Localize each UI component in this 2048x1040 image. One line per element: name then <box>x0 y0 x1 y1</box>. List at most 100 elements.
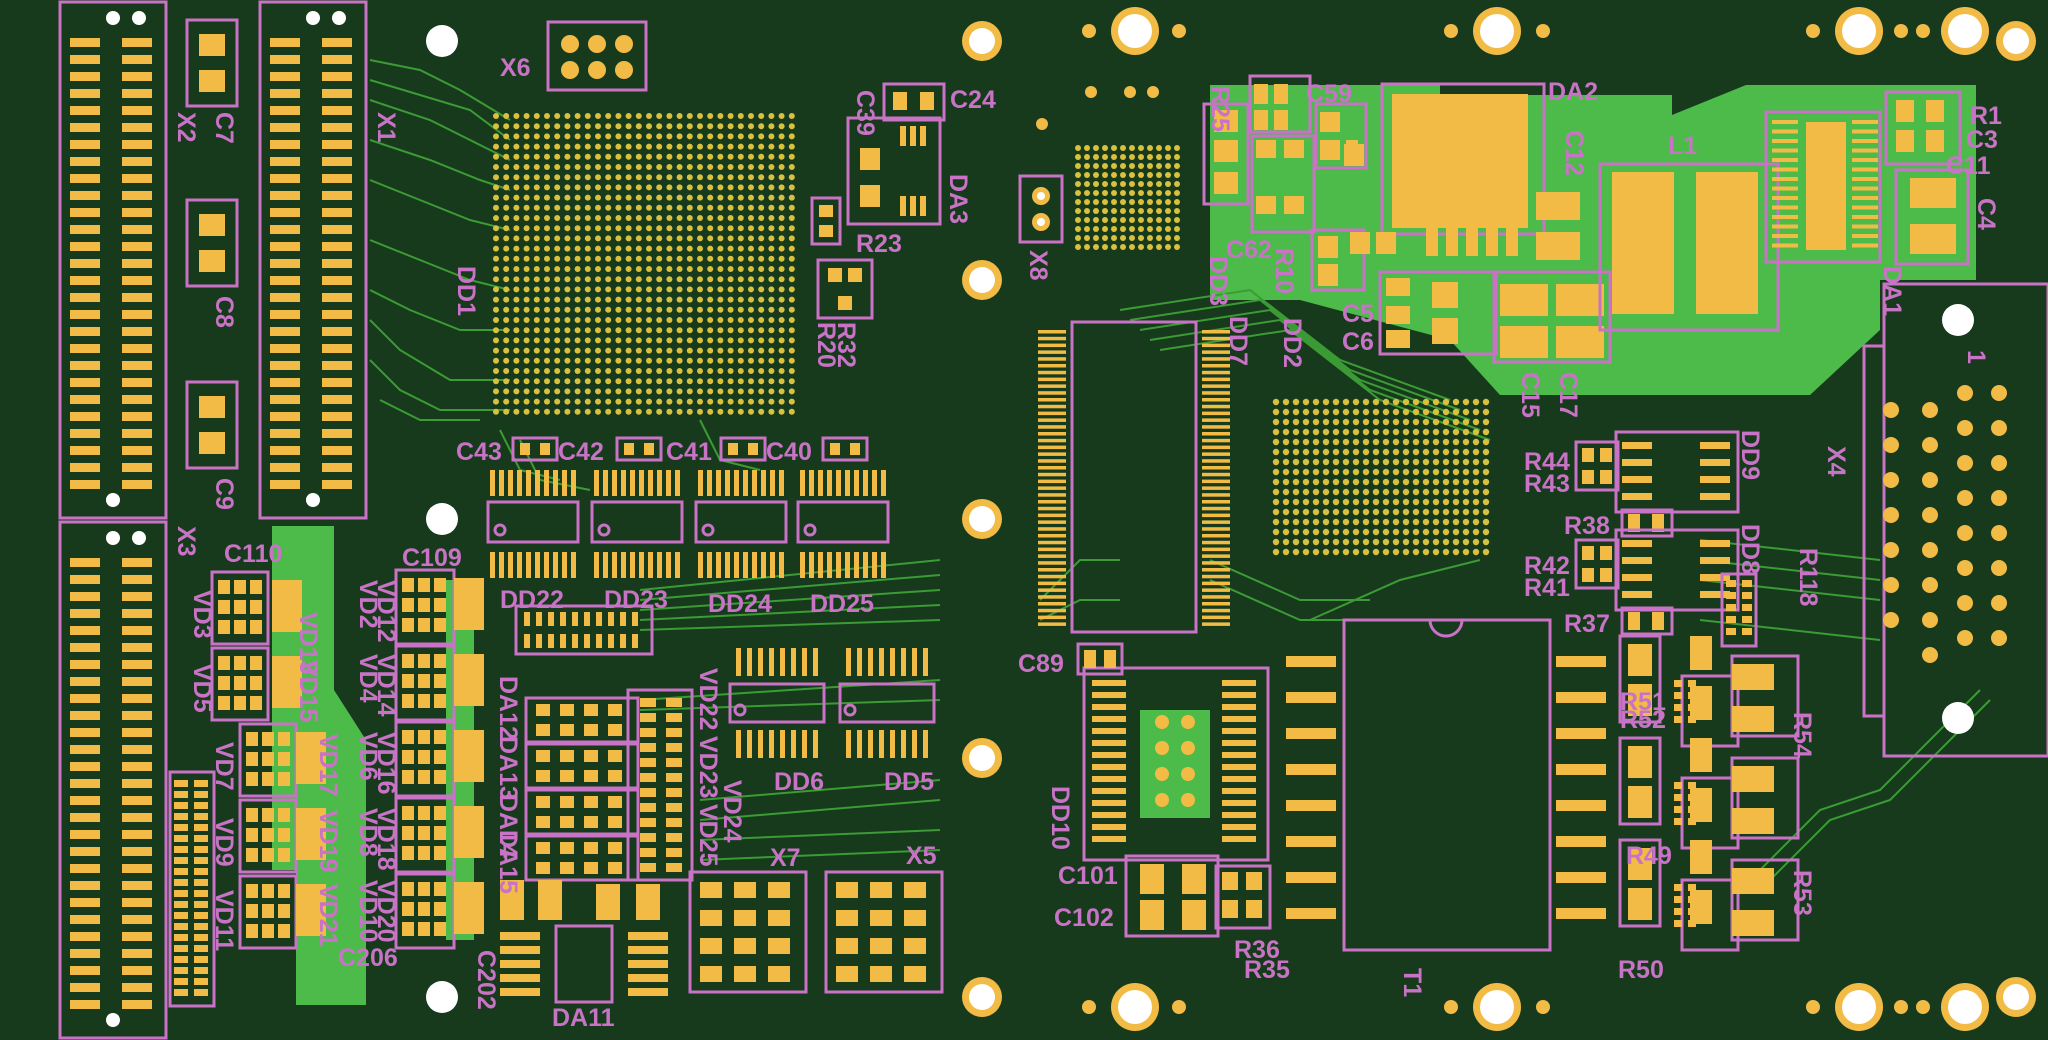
ic-pad <box>603 552 608 578</box>
bga-ball <box>1292 538 1300 546</box>
ic-pad <box>872 552 877 578</box>
ic-pad <box>1202 493 1230 497</box>
diode-pad <box>418 922 430 936</box>
bga-ball <box>1292 448 1300 456</box>
bga-ball <box>595 408 601 415</box>
bga-ball <box>1432 468 1440 476</box>
bga-ball <box>533 225 540 232</box>
bga-ball <box>635 327 642 334</box>
bga-ball <box>1382 488 1390 496</box>
connector-pad <box>322 412 352 421</box>
resistor-outline <box>1730 654 1800 738</box>
db-pin <box>1991 490 2007 506</box>
resistor-pad <box>1652 514 1664 532</box>
bga-ball <box>717 123 724 130</box>
bga-ball <box>1382 498 1390 506</box>
capacitors-left <box>185 18 239 470</box>
bga-ball <box>686 235 693 242</box>
bga-ball <box>625 306 632 313</box>
connector-pad <box>322 429 352 438</box>
bga-ball <box>595 113 601 119</box>
bga-ball <box>737 245 744 252</box>
bga-ball <box>625 235 632 242</box>
label-c39: C39 <box>851 90 879 136</box>
mounting-hole <box>426 503 458 535</box>
connector-pad <box>70 225 100 234</box>
bga-ball <box>605 235 612 242</box>
bga-ball <box>564 317 571 323</box>
thermal-via <box>1155 793 1169 807</box>
ic-pad <box>802 648 807 676</box>
connector-pad <box>122 38 152 47</box>
bga-ball <box>584 113 591 119</box>
connector-pad <box>270 89 300 98</box>
ic-pad <box>1700 442 1730 449</box>
bga-ball <box>788 225 795 232</box>
bga-ball <box>1462 478 1470 486</box>
bga-ball <box>727 276 734 283</box>
bga-ball <box>707 235 714 242</box>
bga-ball <box>625 276 632 283</box>
bga-ball <box>758 255 765 262</box>
ic-pad <box>1622 540 1652 547</box>
bga-ball <box>574 123 581 130</box>
connector-pad <box>904 910 926 926</box>
reg-pad <box>584 750 598 762</box>
bga-ball <box>1292 488 1300 496</box>
cap-pad <box>644 443 654 455</box>
label-vd16: VD16 <box>372 732 400 795</box>
connector-pad <box>122 915 152 924</box>
ic-pad <box>1700 591 1730 598</box>
bga-ball <box>605 153 612 160</box>
bga-ball <box>554 174 561 181</box>
bga-ball <box>503 368 510 374</box>
ic-pad <box>508 552 513 578</box>
ic-pad <box>879 730 884 758</box>
diode-pad <box>218 620 230 634</box>
bga-ball <box>686 327 693 334</box>
bga-ball <box>1272 428 1280 436</box>
ic-pad <box>1222 812 1256 818</box>
bga-ball <box>564 184 571 191</box>
bga-ball <box>697 296 703 303</box>
label-r51: R51 <box>1620 688 1666 716</box>
label-vd21: VD21 <box>314 884 342 947</box>
bga-ball <box>605 123 612 130</box>
bga-ball <box>615 215 622 221</box>
bga-ball <box>697 327 703 334</box>
ic-pad <box>1222 692 1256 698</box>
bga-ball <box>686 204 693 211</box>
bga-ball <box>605 174 612 181</box>
bga-ball <box>1165 235 1171 241</box>
bga-ball <box>584 184 591 191</box>
bga-ball <box>533 164 540 170</box>
bga-ball <box>1372 508 1380 516</box>
ic-pad <box>1772 234 1798 238</box>
ic-pad <box>716 470 721 496</box>
bga-ball <box>676 286 683 293</box>
ic-pad <box>1852 196 1878 200</box>
bga-ball <box>646 337 652 344</box>
ic-pad <box>1202 506 1230 511</box>
bga-ball <box>646 398 652 405</box>
connector-pad <box>700 910 722 926</box>
bga-ball <box>595 235 601 242</box>
bga-ball <box>1156 244 1162 250</box>
resistor-pad <box>1674 806 1682 813</box>
ic-pad <box>912 730 917 758</box>
bga-ball <box>523 245 530 252</box>
label-dd5: DD5 <box>884 768 934 796</box>
bga-ball <box>605 327 612 334</box>
connector-pad <box>70 609 100 618</box>
bga-ball <box>727 255 734 262</box>
ic-pad <box>1092 692 1126 698</box>
bga-ball <box>564 378 571 385</box>
ic-pad <box>1038 595 1066 599</box>
label-c24: C24 <box>950 86 996 114</box>
bga-ball <box>686 286 693 293</box>
ic-pad <box>1622 493 1652 500</box>
bga-ball <box>1422 508 1430 516</box>
connector-pad <box>70 259 100 268</box>
bga-ball <box>1282 498 1290 506</box>
diode-pad <box>418 654 430 668</box>
